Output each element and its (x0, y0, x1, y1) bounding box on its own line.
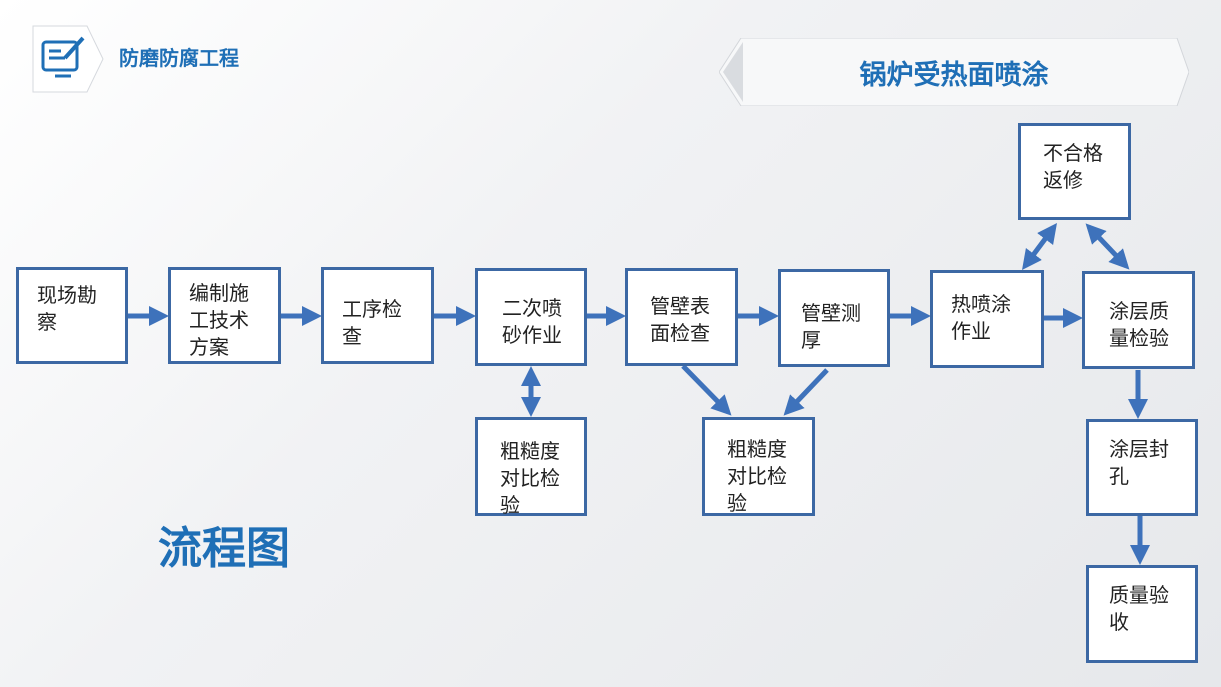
edit-document-icon (41, 36, 85, 78)
node-rework: 不合格 返修 (1018, 123, 1131, 220)
logo-badge (32, 25, 104, 93)
node-coating-quality-check: 涂层质 量检验 (1082, 271, 1195, 369)
node-process-inspection: 工序检 查 (321, 267, 434, 364)
arrow-n5-n11 (681, 364, 732, 416)
diagram-label: 流程图 (158, 523, 290, 574)
node-construction-plan: 编制施 工技术 方案 (168, 267, 281, 364)
brand-name: 防磨防腐工程 (119, 46, 239, 70)
title-banner (719, 38, 1189, 106)
node-thermal-spraying: 热喷涂 作业 (930, 270, 1044, 368)
arrow-n7-n9 (1022, 222, 1057, 271)
arrow-n8-n9 (1085, 223, 1130, 270)
node-secondary-sandblasting: 二次喷 砂作业 (475, 268, 587, 366)
node-site-survey: 现场勘 察 (16, 267, 128, 364)
arrow-n6-n11 (783, 368, 829, 416)
node-coating-sealing: 涂层封 孔 (1086, 419, 1198, 516)
page-title: 锅炉受热面喷涂 (859, 59, 1049, 91)
node-roughness-compare-1: 粗糙度 对比检 验 (475, 417, 587, 517)
node-quality-acceptance: 质量验 收 (1086, 565, 1198, 663)
node-tube-surface-check: 管壁表 面检查 (625, 268, 738, 366)
node-roughness-compare-2: 粗糙度 对比检 验 (702, 417, 815, 516)
node-tube-thickness: 管壁测 厚 (778, 269, 890, 367)
